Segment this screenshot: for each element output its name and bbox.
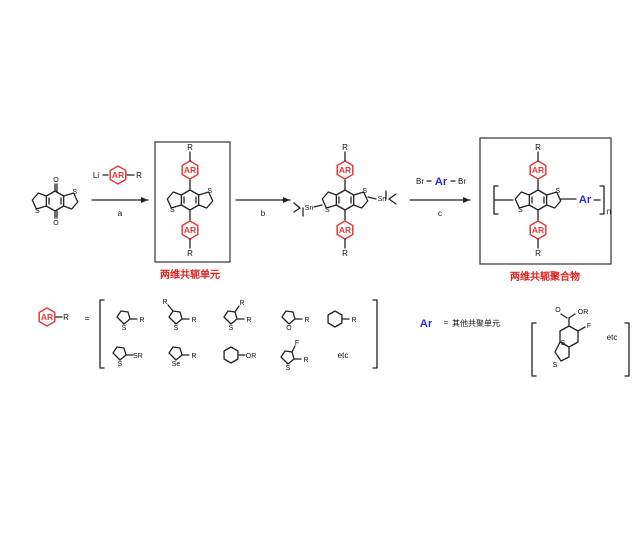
heteroatom: Se [172, 361, 181, 368]
fluorine: F [587, 323, 591, 330]
thiophene-sr: S SR [112, 346, 143, 368]
ar-comonomer: Ar [435, 176, 448, 188]
oxygen-atom: O [555, 307, 561, 314]
ar-comonomer: Ar [420, 318, 433, 330]
repeat-n: n [607, 207, 611, 216]
ar-label: AR [339, 165, 351, 175]
sulfur-atom: S [561, 340, 566, 347]
heteroatom: O [286, 325, 292, 332]
ar-label: AR [532, 225, 544, 235]
ar-reagent: AR [109, 165, 127, 185]
bromine-right: Br [458, 177, 466, 186]
quinone-start: S S O O [31, 177, 79, 227]
ar-label: AR [41, 312, 53, 322]
sulfur-atom: S [207, 188, 212, 195]
thiophene-3r: S R R [162, 299, 196, 332]
reagent-a: Li AR Ra [91, 165, 149, 218]
step-label: a [118, 209, 123, 218]
r-substituent: R [342, 249, 348, 258]
selenophene-r: Se R [168, 346, 197, 368]
ar-top: AR [529, 160, 547, 180]
other-units-label: 其他共聚单元 [452, 318, 500, 328]
thiophene-r: SR [116, 310, 145, 332]
etc-label: etc [338, 351, 349, 360]
step-label: c [438, 209, 442, 218]
lithium-label: Li [93, 171, 99, 180]
sulfur-atom: S [362, 188, 367, 195]
sulfur-atom: S [170, 207, 175, 214]
r-substituent: R [342, 143, 348, 152]
heteroatom: S [174, 325, 179, 332]
bdt-core: SS [166, 188, 214, 214]
ar-label: AR [184, 165, 196, 175]
step-label: b [261, 209, 266, 218]
equals-sign: = [85, 314, 90, 323]
ar-bottom: AR [181, 220, 199, 240]
ar-bottom: AR [336, 220, 354, 240]
heteroatom: S [118, 361, 123, 368]
ar-comonomer: Ar [579, 194, 592, 206]
substituent: R [246, 317, 251, 324]
equals-sign: = [444, 318, 449, 327]
etc-label: etc [607, 333, 618, 342]
furan-r: OR [281, 310, 310, 332]
bromine-left: Br [416, 177, 424, 186]
ar-top: AR [336, 160, 354, 180]
arrow-c: c [409, 197, 471, 218]
r-substituent: R [63, 313, 69, 322]
ar-label: AR [184, 225, 196, 235]
substituent: R [304, 317, 309, 324]
sulfur-atom: S [72, 189, 77, 196]
sulfur-atom: S [518, 207, 523, 214]
substituent: OR [246, 353, 257, 360]
ar-label: AR [339, 225, 351, 235]
phenyl-or: OR [223, 346, 257, 364]
fluorothiophene-r: S R F [280, 340, 309, 372]
substituent: R [351, 317, 356, 324]
heteroatom: S [286, 365, 291, 372]
oxygen-atom: O [53, 220, 59, 227]
ar-bottom: AR [529, 220, 547, 240]
r-substituent: R [136, 171, 142, 180]
sulfur-atom: S [35, 208, 40, 215]
arrow-a: a [91, 197, 149, 218]
r-substituent: R [187, 143, 193, 152]
ar-legend: AR [38, 307, 56, 327]
oxygen-atom: O [53, 177, 59, 184]
sulfur-atom: S [555, 188, 560, 195]
arrow-b: b [235, 197, 291, 218]
polymer-caption: 两维共轭聚合物 [510, 270, 580, 283]
heteroatom: S [122, 325, 127, 332]
reagent-c: Br Ar Br c [409, 176, 471, 218]
fluorine: F [295, 340, 299, 347]
substituent: SR [133, 353, 143, 360]
substituent: R [191, 317, 196, 324]
substituent: R [191, 353, 196, 360]
sulfur-atom: S [553, 362, 558, 369]
substituent: R [139, 317, 144, 324]
heteroatom: S [229, 325, 234, 332]
ester-or: OR [578, 309, 589, 316]
ar-top: AR [181, 160, 199, 180]
r-substituent: R [187, 249, 193, 258]
sulfur-atom: S [325, 207, 330, 214]
ar-label: AR [112, 170, 124, 180]
substituent: R [239, 300, 244, 307]
r-substituent: R [535, 143, 541, 152]
thiophene-4r: S R R [223, 300, 252, 332]
tin-right: Sn [378, 196, 387, 203]
ar-label: AR [532, 165, 544, 175]
r-substituent: R [535, 249, 541, 258]
monomer-caption: 两维共轭单元 [160, 268, 220, 281]
tin-left: Sn [305, 205, 314, 212]
phenyl-r: R [327, 310, 357, 328]
substituent: R [162, 299, 167, 306]
substituent: R [303, 357, 308, 364]
